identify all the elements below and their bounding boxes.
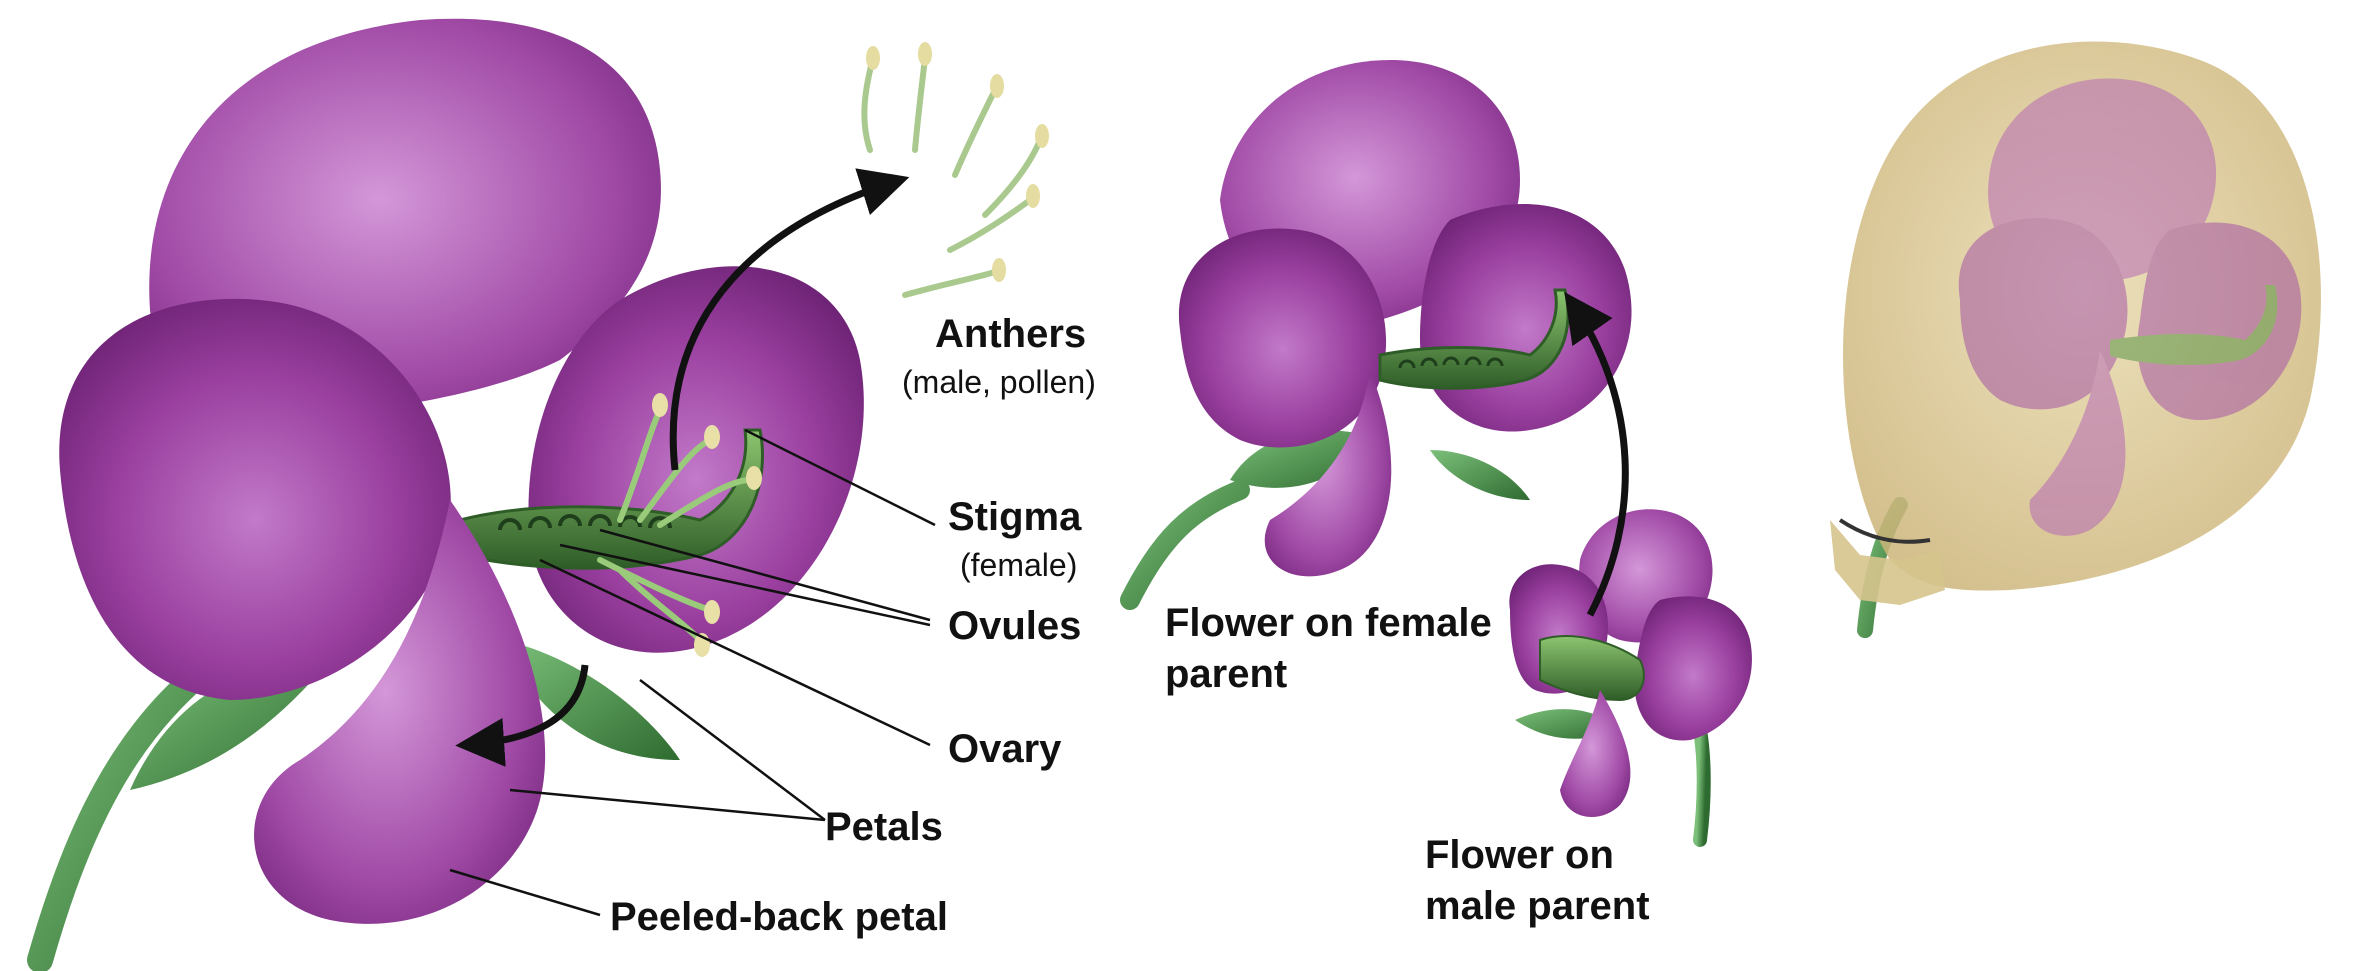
sepal bbox=[1430, 450, 1530, 500]
large-dissected-flower bbox=[40, 19, 864, 960]
wing-petal-left bbox=[1179, 228, 1386, 447]
male-parent-flower bbox=[1509, 509, 1752, 840]
stem bbox=[40, 650, 230, 960]
petals-label: Petals bbox=[825, 805, 943, 849]
stem bbox=[1130, 490, 1240, 600]
anthers-note: (male, pollen) bbox=[902, 365, 1096, 400]
keel-petal bbox=[1560, 690, 1630, 817]
wing-petal-right bbox=[1634, 596, 1752, 740]
removed-anthers bbox=[864, 58, 1040, 295]
stem bbox=[1700, 730, 1704, 840]
female-parent-flower bbox=[1130, 60, 1632, 600]
ovules-label: Ovules bbox=[948, 604, 1081, 648]
wing-petal-right bbox=[1420, 204, 1632, 431]
flower-female-parent-label: Flower on female parent bbox=[1165, 598, 1495, 700]
bagged-flower bbox=[1830, 42, 2321, 630]
stigma-note: (female) bbox=[960, 548, 1077, 583]
ovary-label: Ovary bbox=[948, 727, 1061, 771]
anthers-label: Anthers bbox=[935, 312, 1086, 356]
stigma-label: Stigma bbox=[948, 495, 1081, 539]
flower-male-parent-label: Flower on male parent bbox=[1425, 830, 1715, 932]
peeled-back-petal-label: Peeled-back petal bbox=[610, 895, 948, 939]
